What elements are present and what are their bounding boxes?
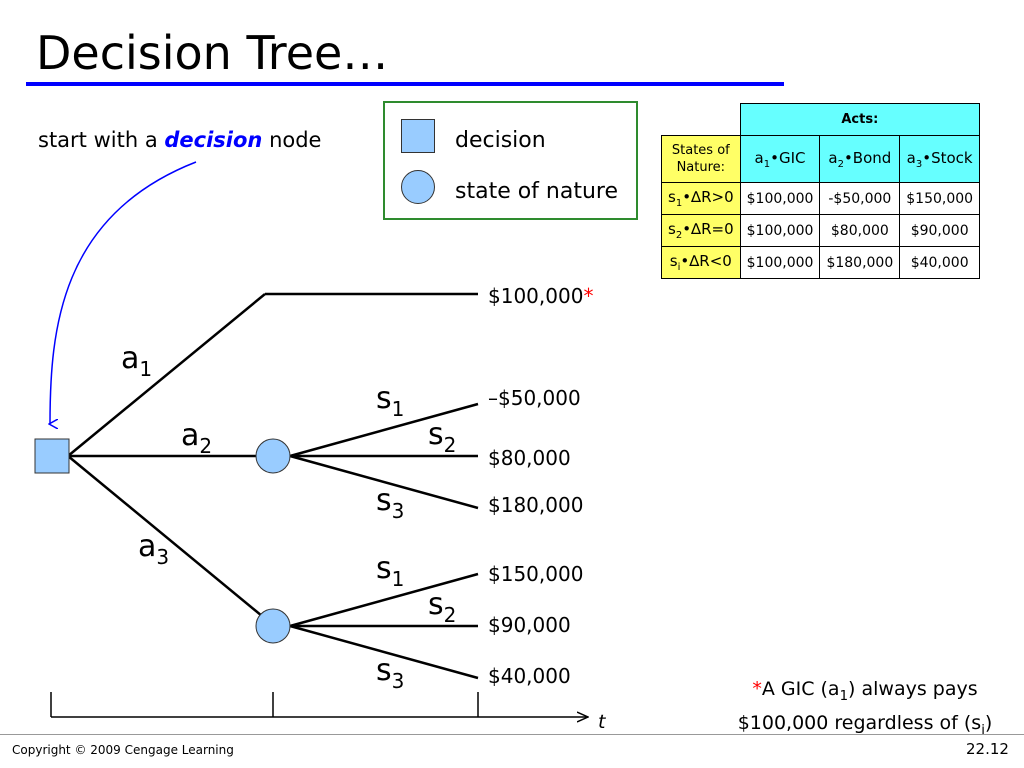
copyright-text: Copyright © 2009 Cengage Learning — [12, 743, 234, 757]
act-label-a3: a3 — [138, 529, 169, 569]
footer-divider — [0, 734, 1024, 735]
act-header: a3•Stock — [899, 135, 981, 183]
payoff-cell: $100,000 — [739, 214, 821, 247]
payoff-label: –$50,000 — [488, 386, 581, 410]
act-label-a2: a2 — [181, 418, 212, 458]
branch-s3 — [289, 624, 479, 680]
table-row: Acts: — [661, 103, 981, 136]
chance-node-a3 — [255, 608, 291, 644]
decision-node — [34, 438, 70, 474]
acts-header: Acts: — [739, 103, 981, 136]
slide-title: Decision Tree… — [36, 26, 389, 80]
branch-s1 — [289, 572, 479, 628]
intro-keyword: decision — [164, 128, 263, 152]
legend-decision-label: decision — [455, 128, 546, 153]
state-label: s3 — [376, 653, 404, 693]
payoff-cell: $90,000 — [899, 214, 981, 247]
title-underline — [26, 82, 784, 86]
branch-a3 — [67, 455, 263, 617]
legend-box: decision state of nature — [383, 101, 638, 220]
table-row: States of Nature: a1•GIC a2•Bond a3•Stoc… — [661, 135, 981, 183]
intro-text: start with a decision node — [38, 128, 321, 152]
branch-s3 — [289, 454, 479, 510]
payoff-cell: $80,000 — [819, 214, 901, 247]
act-header: a2•Bond — [819, 135, 901, 183]
state-cell: s1•∆R>0 — [661, 182, 741, 215]
act-label-a1: a1 — [121, 341, 152, 381]
payoff-label: $40,000 — [488, 664, 571, 688]
table-row: s2•∆R=0 $100,000 $80,000 $90,000 — [661, 214, 981, 247]
states-header-line1: States of — [671, 143, 730, 158]
payoff-label: $100,000* — [488, 284, 593, 308]
payoff-label: $80,000 — [488, 446, 571, 470]
payoff-label: $150,000 — [488, 562, 583, 586]
payoff-cell: $100,000 — [739, 182, 821, 215]
legend-state-label: state of nature — [455, 179, 619, 204]
branch-s1 — [289, 402, 479, 458]
payoff-cell: $180,000 — [819, 246, 901, 279]
payoff-table: Acts: States of Nature: a1•GIC a2•Bond a… — [661, 103, 981, 279]
footnote: *A GIC (a1) always pays $100,000 regardl… — [737, 678, 993, 738]
payoff-cell: -$50,000 — [819, 182, 901, 215]
branch-a1 — [67, 293, 266, 457]
state-label: s2 — [428, 587, 456, 627]
state-cell: si•∆R<0 — [661, 246, 741, 279]
footnote-star: * — [752, 678, 762, 700]
state-node-circle-icon — [401, 170, 435, 204]
decision-node-square-icon — [401, 119, 435, 153]
chance-node-a2 — [255, 438, 291, 474]
time-axis-label: t — [598, 711, 607, 733]
slide-number: 22.12 — [966, 740, 1009, 758]
states-header-line2: Nature: — [676, 160, 726, 175]
act-header: a1•GIC — [739, 135, 821, 183]
state-label: s1 — [376, 551, 404, 591]
payoff-cell: $40,000 — [899, 246, 981, 279]
state-label: s2 — [428, 417, 456, 457]
state-label: s3 — [376, 483, 404, 523]
pointer-arrow — [50, 161, 197, 424]
payoff-label: $90,000 — [488, 613, 571, 637]
payoff-cell: $100,000 — [739, 246, 821, 279]
intro-prefix: start with a — [38, 128, 158, 152]
intro-suffix: node — [269, 128, 322, 152]
state-label: s1 — [376, 381, 404, 421]
payoff-label: $180,000 — [488, 493, 583, 517]
table-row: si•∆R<0 $100,000 $180,000 $40,000 — [661, 246, 981, 279]
state-cell: s2•∆R=0 — [661, 214, 741, 247]
